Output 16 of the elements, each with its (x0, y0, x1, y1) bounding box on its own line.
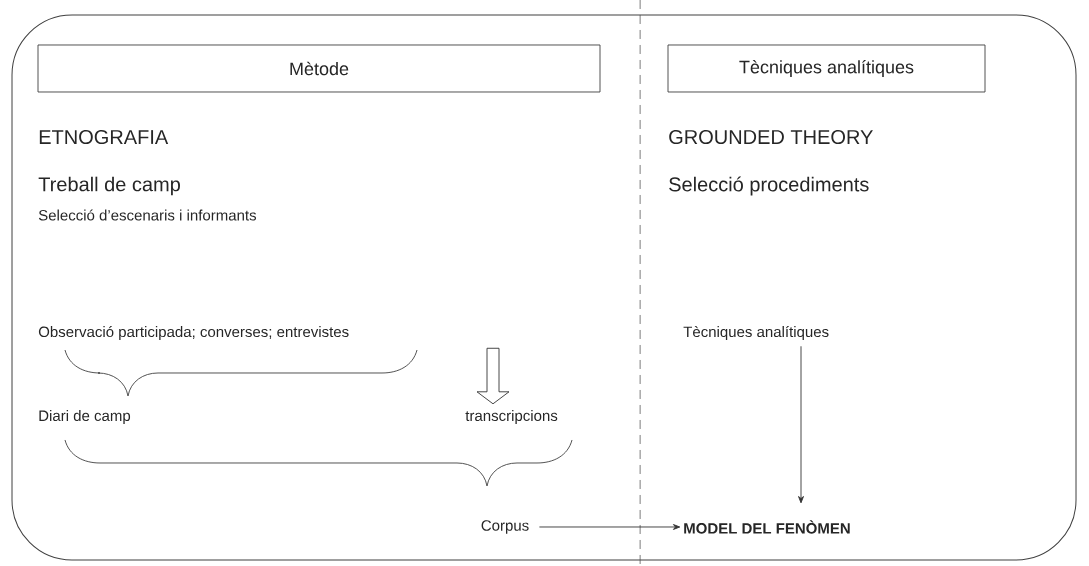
arrow (798, 345, 804, 504)
heading: ETNOGRAFIA (39, 129, 169, 145)
subheading: Treball de camp (38, 176, 180, 196)
description: Selecció d’escenaris i informants (38, 209, 257, 221)
heading: GROUNDED THEORY (669, 129, 873, 145)
text-label: MODEL DEL FENÒMEN (684, 520, 850, 534)
heading-box: Mètode (37, 44, 601, 93)
text-label: Corpus (481, 520, 529, 534)
text-label: Diari de camp (39, 410, 131, 424)
arrow (538, 524, 681, 530)
text-label: transcripcions (465, 410, 558, 424)
hollow-arrow (476, 347, 510, 405)
subheading: Selecció procediments (669, 176, 869, 196)
text-label: Observació participada; converses; entrevistes (38, 325, 349, 341)
text-label: Tècniques analítiques (683, 325, 829, 341)
heading-box: Tècniques analítiques (667, 44, 986, 93)
